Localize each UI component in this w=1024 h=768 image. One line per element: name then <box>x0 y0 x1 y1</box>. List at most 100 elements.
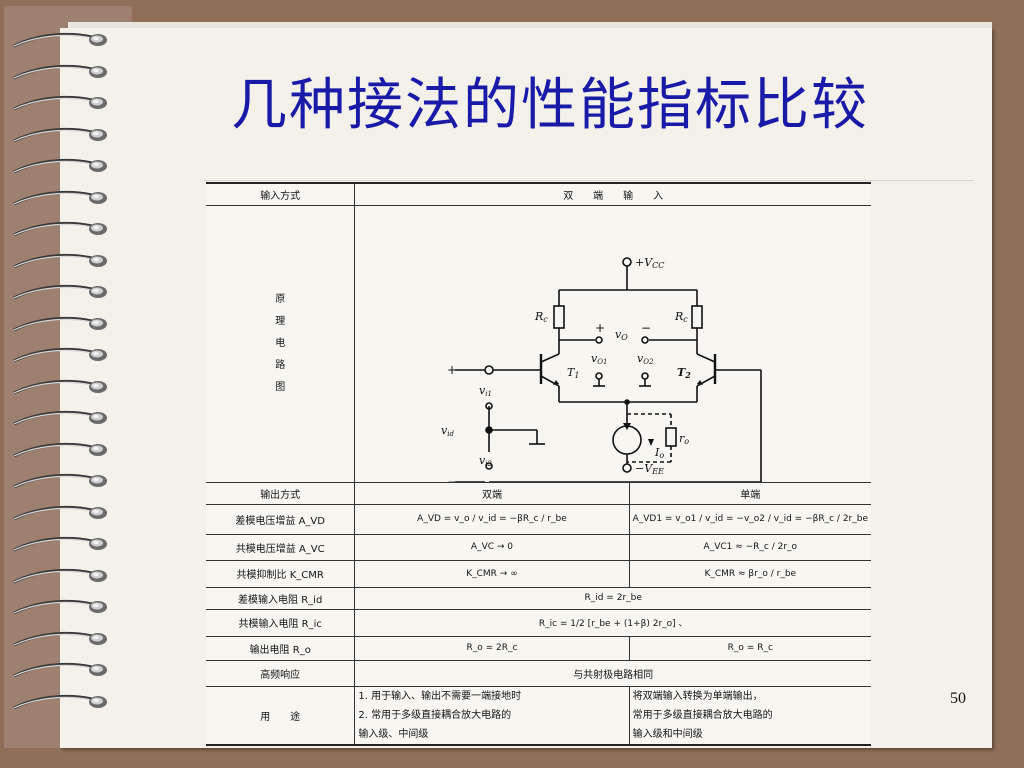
vcc-terminal <box>622 256 633 267</box>
vo1-label: vO1 <box>591 352 607 366</box>
vo-left-terminal <box>595 335 604 344</box>
row-single-value: A_VC1 ≈ −R_c / 2r_o <box>629 534 871 561</box>
vo1-plus-sign: + <box>595 321 605 335</box>
row-label: 高频响应 <box>206 660 356 687</box>
vi2-label: vi2 <box>479 454 492 468</box>
vi1-terminal <box>484 364 495 375</box>
slide-title: 几种接法的性能指标比较 <box>231 73 869 138</box>
input-mode-value: 双 端 输 入 <box>354 182 871 206</box>
table-row: 共模输入电阻 R_ic R_ic = 1/2 [r_be + (1+β) 2r_… <box>206 609 871 637</box>
usage-line: 1. 用于输入、输出不需要一端接地时 <box>358 690 522 702</box>
binding-ring-icon <box>8 503 112 525</box>
circuit-label-char: 图 <box>275 381 286 393</box>
vcc-label: +VCC <box>635 256 664 270</box>
binding-ring-icon <box>8 93 112 115</box>
io-label: Io <box>654 446 664 460</box>
circuit-label-char: 原 <box>275 293 286 305</box>
ro-label: ro <box>679 432 689 446</box>
output-double-header: 双端 <box>354 482 630 505</box>
circuit-label: 原理电路图 <box>209 289 351 399</box>
row-double-value: R_o = 2R_c <box>354 636 630 661</box>
table-row: 用 途 1. 用于输入、输出不需要一端接地时 2. 常用于多级直接耦合放大电路的… <box>206 686 871 746</box>
binding-ring-icon <box>8 156 112 178</box>
binding-ring-icon <box>8 566 112 588</box>
row-double-value: A_VD = v_o / v_id = −βR_c / r_be <box>354 504 630 535</box>
circuit-label-char: 理 <box>275 315 286 327</box>
row-single-value: K_CMR ≈ βr_o / r_be <box>629 560 871 588</box>
vid-label: vid <box>441 424 454 438</box>
circuit-cell: +VCC Rc Rc vO vO1 vO2 T1 T2 vi1 vid vi2 … <box>354 205 871 483</box>
row-label: 用 途 <box>206 686 356 746</box>
vo2-label: vO2 <box>637 352 654 366</box>
rc-right-resistor <box>691 304 704 329</box>
table-row: 共模抑制比 K_CMR K_CMR → ∞ K_CMR ≈ βr_o / r_b… <box>206 560 871 588</box>
row-merged-value: R_id = 2r_be <box>354 587 871 610</box>
vo-label: vO <box>615 328 628 342</box>
binding-ring-icon <box>8 219 112 241</box>
binding-ring-icon <box>8 282 112 304</box>
row-label: 输出电阻 R_o <box>206 636 356 661</box>
binding-ring-icon <box>8 629 112 651</box>
differential-amplifier-schematic: +VCC Rc Rc vO vO1 vO2 T1 T2 vi1 vid vi2 … <box>441 256 763 482</box>
binding-ring-icon <box>8 660 112 682</box>
current-source <box>612 424 643 455</box>
input-plus-sign: + <box>447 363 457 377</box>
binding-ring-icon <box>8 440 112 462</box>
table-row: 共模电压增益 A_VC A_VC → 0 A_VC1 ≈ −R_c / 2r_o <box>206 534 871 561</box>
rc-left-label: Rc <box>534 310 548 324</box>
performance-comparison-table: 输入方式 双 端 输 入 原理电路图 <box>206 182 871 746</box>
table-row: 输出电阻 R_o R_o = 2R_c R_o = R_c <box>206 636 871 661</box>
ro-resistor <box>665 426 678 447</box>
title-divider <box>204 180 974 181</box>
usage-double-cell: 1. 用于输入、输出不需要一端接地时 2. 常用于多级直接耦合放大电路的 输入级… <box>354 686 630 746</box>
t1-label: T1 <box>567 366 579 380</box>
binding-ring-icon <box>8 314 112 336</box>
usage-line: 将双端输入转换为单端输出， <box>632 690 763 702</box>
vi1-label: vi1 <box>479 384 492 398</box>
binding-ring-icon <box>8 251 112 273</box>
row-label: 差模电压增益 A_VD <box>206 504 356 535</box>
row-label: 差模输入电阻 R_id <box>206 587 356 610</box>
rc-left-resistor <box>553 304 566 329</box>
rc-right-label: Rc <box>674 310 688 324</box>
page-top-band <box>68 22 992 30</box>
table-row: 差模电压增益 A_VD A_VD = v_o / v_id = −βR_c / … <box>206 504 871 535</box>
input-mode-label: 输入方式 <box>206 182 356 206</box>
binding-ring-icon <box>8 471 112 493</box>
circuit-label-char: 电 <box>275 337 286 349</box>
vee-terminal <box>622 462 633 473</box>
row-double-value: A_VC → 0 <box>354 534 630 561</box>
vo-right-terminal <box>641 335 650 344</box>
binding-ring-icon <box>8 534 112 556</box>
output-single-header: 单端 <box>629 482 871 505</box>
row-merged-value: 与共射极电路相同 <box>354 660 871 687</box>
usage-line: 输入级和中间级 <box>632 728 703 740</box>
binding-ring-icon <box>8 125 112 147</box>
row-double-value: K_CMR → ∞ <box>354 560 630 588</box>
binding-ring-icon <box>8 692 112 714</box>
usage-line: 常用于多级直接耦合放大电路的 <box>632 709 773 721</box>
row-single-value: A_VD1 = v_o1 / v_id = −v_o2 / v_id = −βR… <box>629 504 871 535</box>
input-minus-sign: − <box>447 475 457 482</box>
row-merged-value: R_ic = 1/2 [r_be + (1+β) 2r_o] 、 <box>354 609 871 637</box>
row-label: 共模抑制比 K_CMR <box>206 560 356 588</box>
table-row: 高频响应 与共射极电路相同 <box>206 660 871 687</box>
vee-label: −VEE <box>635 462 664 476</box>
t2-label: T2 <box>677 366 691 380</box>
binding-ring-icon <box>8 377 112 399</box>
binding-ring-icon <box>8 188 112 210</box>
binding-ring-icon <box>8 62 112 84</box>
output-mode-label: 输出方式 <box>206 482 356 505</box>
circuit-label-char: 路 <box>275 359 286 371</box>
vo2-minus-sign: − <box>641 321 651 335</box>
binding-ring-icon <box>8 30 112 52</box>
usage-line: 2. 常用于多级直接耦合放大电路的 <box>358 709 512 721</box>
table-row: 差模输入电阻 R_id R_id = 2r_be <box>206 587 871 610</box>
usage-single-cell: 将双端输入转换为单端输出， 常用于多级直接耦合放大电路的 输入级和中间级 <box>629 686 871 746</box>
binding-ring-icon <box>8 597 112 619</box>
binding-ring-icon <box>8 408 112 430</box>
row-single-value: R_o = R_c <box>629 636 871 661</box>
circuit-label-cell: 原理电路图 <box>206 205 356 483</box>
row-label: 共模电压增益 A_VC <box>206 534 356 561</box>
binding-ring-icon <box>8 345 112 367</box>
